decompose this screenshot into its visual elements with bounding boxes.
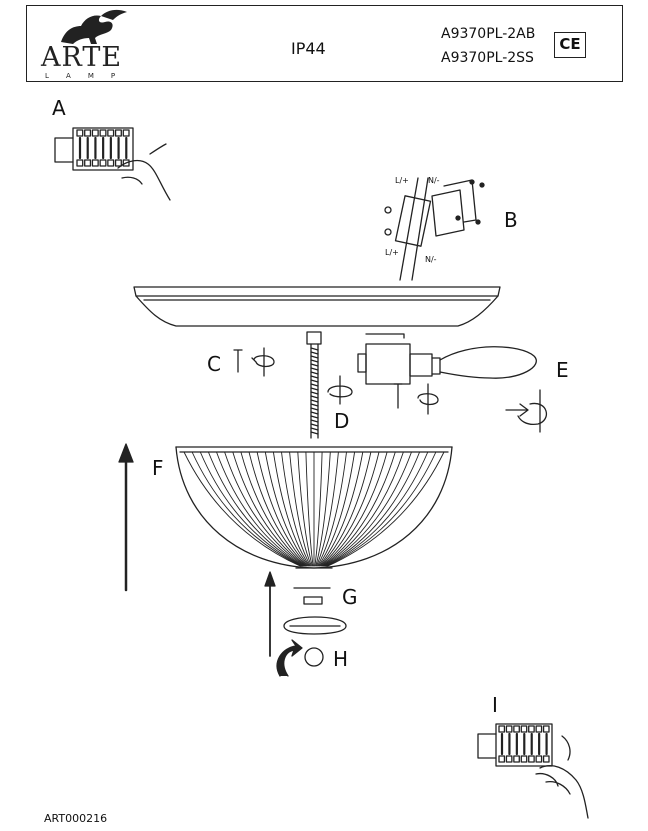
label-neutral-bottom: N/- — [425, 255, 437, 264]
up-arrow-g-icon — [264, 571, 276, 657]
twist-h-icon — [276, 639, 303, 677]
step-label-f: F — [152, 456, 164, 480]
terminal-block-i-icon — [477, 723, 589, 819]
label-live-bottom: L/+ — [385, 248, 399, 257]
header-box: ARTE LAMP IP44 A9370PL-2AB A9370PL-2SS C… — [26, 5, 623, 82]
ip-rating: IP44 — [291, 39, 326, 58]
junction-box-b-icon — [384, 177, 485, 281]
glass-shade — [175, 446, 453, 569]
step-label-b: B — [504, 208, 518, 232]
step-label-c: C — [207, 352, 221, 376]
threaded-rod — [306, 331, 322, 439]
terminal-block-a-icon — [54, 127, 171, 201]
brand-name: ARTE — [41, 42, 123, 73]
lamp-holder-e-icon — [357, 333, 537, 385]
step-label-i: I — [492, 693, 498, 717]
rotate-bulb-icon — [505, 389, 548, 433]
nut-g-icon — [293, 587, 331, 605]
up-arrow-f-icon — [118, 443, 134, 592]
step-label-g: G — [342, 585, 358, 609]
label-live-top: L/+ — [395, 176, 409, 185]
model-number-1: A9370PL-2AB — [441, 26, 536, 42]
document-code: ART000216 — [44, 812, 108, 825]
step-label-a: A — [52, 96, 66, 120]
step-label-e: E — [556, 358, 569, 382]
rotate-d-icon — [327, 375, 439, 415]
ce-mark: CE — [554, 32, 586, 58]
finial-h-icon — [283, 616, 347, 667]
griffin-logo-icon — [61, 9, 127, 44]
ceiling-plate — [133, 286, 501, 327]
step-label-d: D — [334, 409, 350, 433]
model-number-2: A9370PL-2SS — [441, 50, 534, 66]
label-neutral-top: N/- — [428, 176, 440, 185]
brand-subtitle: LAMP — [45, 72, 133, 80]
step-label-h: H — [333, 647, 349, 671]
screw-c-icon — [233, 347, 275, 377]
